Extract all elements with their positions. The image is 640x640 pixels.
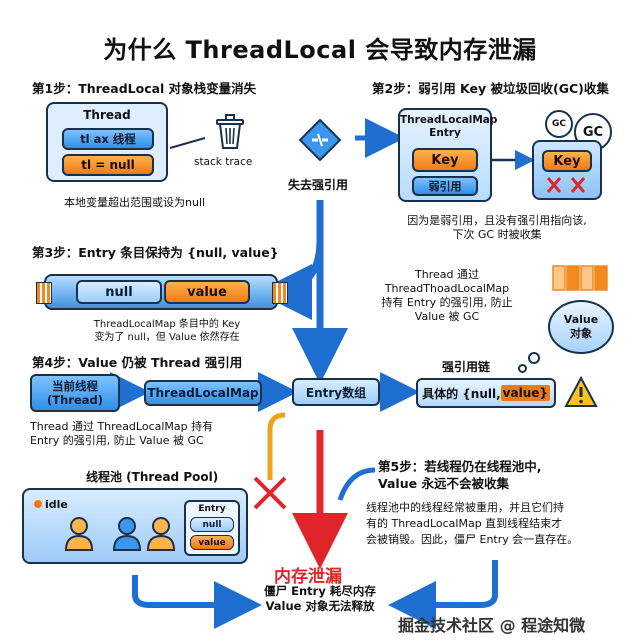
- step3-heading: 第3步：Entry 条目保持为 {null, value}: [32, 245, 279, 260]
- specific-entry-value: value}: [500, 385, 550, 401]
- step5-body: 线程池中的线程经常被重用，并且它们持 有的 ThreadLocalMap 直到线…: [366, 501, 579, 546]
- tl-null-frame: tl = null: [62, 154, 154, 176]
- thread-stack-box: Thread tl ax 线程 tl = null: [46, 102, 168, 182]
- arrow-pool-leak: [132, 575, 262, 629]
- step4-caption: Thread 通过 ThreadLocalMap 持有 Entry 的强引用, …: [30, 420, 214, 447]
- idle-label: idle: [45, 498, 68, 511]
- step1-heading: 第1步：ThreadLocal 对象栈变量消失: [32, 81, 257, 96]
- step2-heading: 第2步：弱引用 Key 被垃圾回收(GC)收集: [372, 81, 609, 96]
- stack-trace-label: stack trace: [194, 156, 253, 168]
- entry-bar-right-cap: [272, 282, 288, 304]
- step2-caption: 因为是弱引用，且没有强引用指向该, 下次 GC 时被收集: [407, 214, 587, 241]
- entry-null-cell: null: [76, 280, 162, 304]
- threadlocalmap-box: ThreadLocalMap: [144, 380, 262, 406]
- tl-ax-frame: tl ax 线程: [62, 128, 154, 150]
- bubble-dot-small: [518, 364, 527, 373]
- memory-leak-title: 内存泄漏: [274, 567, 342, 587]
- key-box: Key: [412, 148, 478, 172]
- pool-entry-box: Entry null value: [184, 500, 240, 556]
- collected-key: Key: [542, 150, 592, 172]
- arrow-curve-step5: [337, 467, 376, 501]
- active-thread-icon: [146, 517, 176, 551]
- broken-link-icon: [298, 118, 342, 162]
- arrow-to-trash: [169, 137, 206, 149]
- specific-entry-box: 具体的 {null, value}: [416, 378, 556, 408]
- pool-heading: 线程池 (Thread Pool): [86, 470, 219, 484]
- trash-icon: [213, 112, 247, 150]
- step1-caption: 本地变量超出范围或设为null: [64, 196, 206, 209]
- entry-value-cell: value: [164, 280, 250, 304]
- pool-null-cell: null: [190, 517, 234, 532]
- step3-caption: ThreadLocalMap 条目中的 Key 变为了 null，但 Value…: [93, 319, 241, 343]
- thread-label: Thread: [83, 108, 131, 122]
- strong-ref-chain-label: 强引用链: [442, 360, 491, 374]
- thread-worker-icon: [112, 517, 142, 551]
- current-thread-box: 当前线程 (Thread): [30, 374, 120, 412]
- pool-value-cell: value: [190, 535, 234, 550]
- weak-ref-lost-label: 失去强引用: [288, 178, 349, 192]
- idle-dot-icon: [34, 500, 42, 508]
- warning-icon: [564, 375, 598, 408]
- entry-bar-left-cap: [36, 282, 52, 304]
- collected-key-box: Key: [532, 140, 602, 200]
- arrow-step5-leak: [388, 560, 498, 629]
- gc-small-icon: GC: [545, 110, 573, 138]
- bubble-dot: [528, 352, 540, 364]
- specific-entry-prefix: 具体的 {null,: [422, 386, 501, 401]
- idle-row: idle: [34, 498, 68, 511]
- diagram-title: 为什么 ThreadLocal 会导致内存泄漏: [103, 36, 537, 64]
- collected-x-icon: [546, 177, 586, 193]
- value-object-bubble: Value 对象: [548, 300, 614, 354]
- weak-ref-box: 弱引用: [412, 176, 478, 196]
- pool-entry-label: Entry: [198, 504, 226, 514]
- memory-bars-icon: [552, 265, 610, 291]
- step5-heading: 第5步：若线程仍在线程池中, Value 永远不会被收集: [378, 459, 542, 491]
- memory-leak-desc: 僵尸 Entry 耗尽内存 Value 对象无法释放: [264, 584, 376, 613]
- map-entry-title: ThreadLocalMap Entry: [400, 114, 498, 139]
- step4-heading: 第4步：Value 仍被 Thread 强引用: [32, 355, 243, 370]
- entry-bar: null value: [36, 274, 288, 310]
- arrow-blocked: [267, 412, 286, 480]
- entry-array-box: Entry数组: [292, 378, 380, 406]
- thread-pool-box: idle Entry null value: [22, 488, 248, 564]
- threadlocalmap-entry-box: ThreadLocalMap Entry Key 弱引用: [398, 108, 498, 202]
- blocked-x-icon: [253, 476, 287, 510]
- footer-watermark: 掘金技术社区 @ 程途知微: [398, 616, 586, 635]
- side-note: Thread 通过 ThreadThoadLocalMap 持有 Entry 的…: [381, 268, 513, 323]
- idle-thread-icon: [64, 517, 94, 551]
